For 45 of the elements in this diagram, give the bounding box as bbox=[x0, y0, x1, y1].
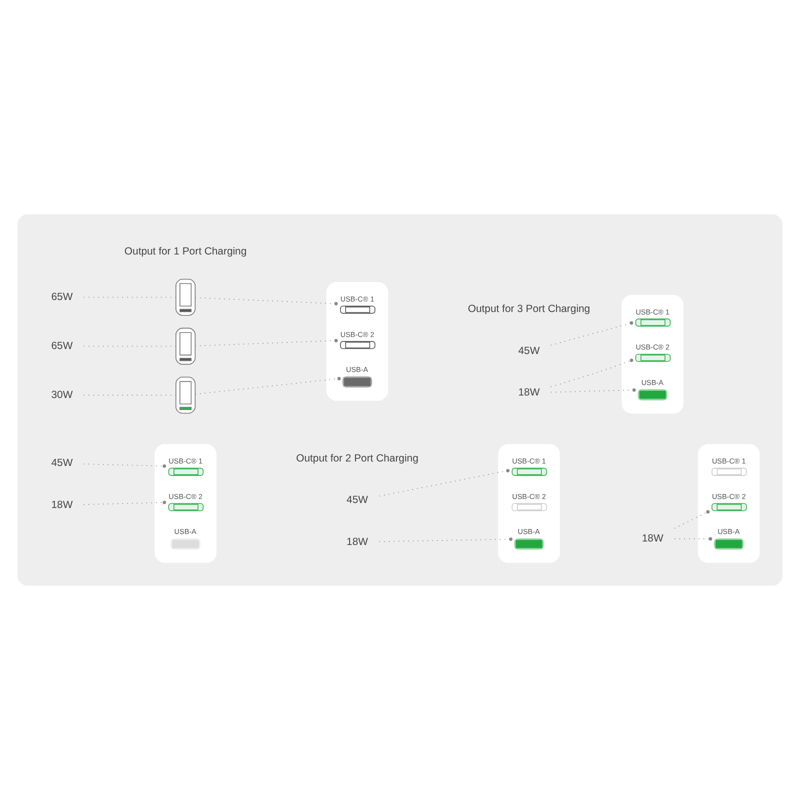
connector bbox=[194, 297, 338, 306]
node-text: 65W bbox=[51, 292, 73, 304]
node-label: USB-A bbox=[718, 527, 740, 536]
node-label: USB-C® 1 bbox=[340, 294, 374, 304]
connector bbox=[83, 464, 166, 468]
connector bbox=[674, 510, 710, 529]
node-label: USB-C® 2 bbox=[340, 330, 374, 339]
label: Output for 1 Port Charging bbox=[124, 246, 247, 258]
node-label: USB-C® 2 bbox=[512, 492, 546, 501]
node-label: USB-C® 1 bbox=[712, 456, 746, 466]
cluster bbox=[154, 444, 216, 563]
node-label: USB-C® 2 bbox=[168, 492, 202, 501]
label: Output for 2 Port Charging bbox=[296, 453, 418, 464]
cluster bbox=[326, 282, 388, 401]
cluster bbox=[498, 444, 560, 563]
cluster bbox=[622, 294, 684, 414]
node-label: USB-C® 1 bbox=[168, 456, 202, 466]
node-label: USB-A bbox=[174, 527, 196, 536]
node-label: USB-C® 2 bbox=[712, 492, 746, 501]
cluster bbox=[698, 444, 760, 563]
node-text: 65W bbox=[51, 340, 73, 352]
node-text: 18W bbox=[51, 500, 73, 511]
node-text: 45W bbox=[346, 495, 368, 506]
connector bbox=[550, 321, 634, 346]
node-label: USB-A bbox=[346, 365, 368, 374]
node-text: 45W bbox=[51, 458, 73, 470]
label: Output for 3 Port Charging bbox=[468, 304, 590, 316]
connector bbox=[83, 500, 166, 505]
connector bbox=[194, 338, 338, 346]
connector bbox=[550, 358, 634, 388]
node-label: USB-A bbox=[641, 378, 664, 387]
connector bbox=[194, 376, 341, 395]
node-label: USB-C® 1 bbox=[636, 307, 670, 316]
node-label: USB-A bbox=[518, 527, 540, 536]
connector bbox=[674, 537, 712, 540]
node-text: 30W bbox=[51, 390, 73, 401]
node-text: 18W bbox=[642, 534, 664, 545]
node-label: USB-C® 2 bbox=[636, 342, 670, 352]
connector bbox=[378, 468, 510, 496]
node-text: 45W bbox=[518, 346, 540, 357]
node-text: 18W bbox=[518, 388, 540, 399]
node-label: USB-C® 1 bbox=[512, 456, 546, 466]
connector bbox=[550, 388, 636, 393]
connector bbox=[378, 537, 512, 542]
node-text: 18W bbox=[346, 536, 368, 548]
